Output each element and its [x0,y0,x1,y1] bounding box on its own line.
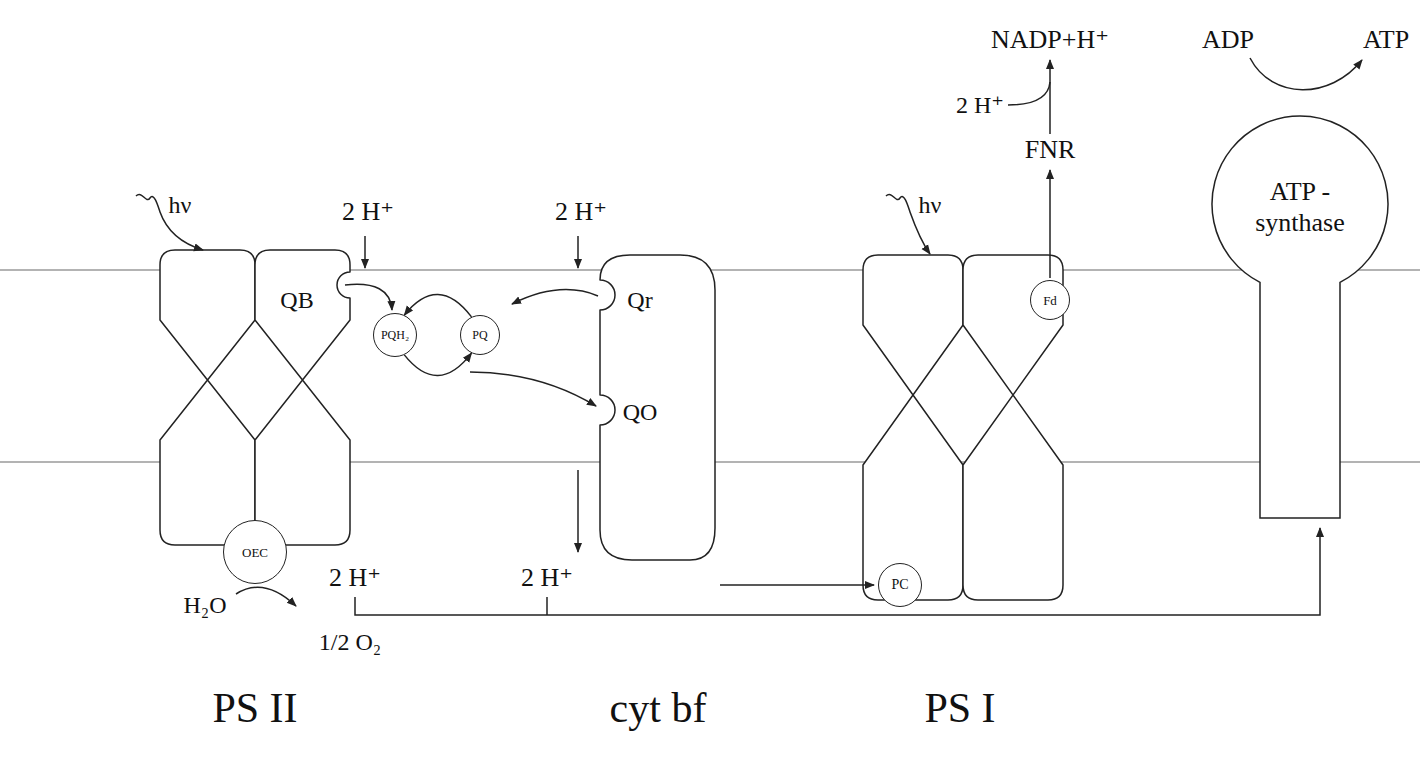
site-label: QO [623,399,658,425]
node-label: Fd [1043,294,1057,307]
proton-line [546,597,548,615]
complex-name: PS II [212,685,297,731]
proton-label: 2 H⁺ [956,92,1004,118]
electron-arrow [1049,60,1051,134]
proton-arrow [577,236,579,268]
node-label: PC [891,578,908,592]
proton-arrow [1008,82,1050,105]
proton-line [355,528,1320,615]
enzyme-label: FNR [1025,136,1076,165]
node-label: ATP -synthase [1235,176,1365,238]
cycle-arrow [404,353,471,375]
molecule-circle: PC [878,563,922,607]
photosystem-half [863,255,963,600]
light-label: hν [169,192,192,218]
proton-label: 2 H⁺ [342,198,394,227]
node-label: OEC [242,546,268,559]
site-label: QB [280,287,313,313]
electron-arrow [1049,170,1051,278]
node-label: PQ [472,329,487,341]
atp-synthase-text: ATP -synthase [1210,176,1390,238]
molecule-circle: PQH₂ [373,313,417,357]
atp-synthase: ATP -synthase [1210,112,1390,522]
substrate-label: ADP [1202,26,1254,55]
product-label: ATP [1363,26,1409,55]
light-label: hν [919,192,942,218]
cytochrome-complex [600,255,715,560]
electron-arrow [512,290,598,304]
photosystem-half [160,250,255,545]
atp-arrow [1250,58,1362,90]
proton-arrow [364,236,366,268]
complex-name: cyt bf [610,685,707,731]
proton-label: 2 H⁺ [329,564,381,593]
molecule-circle: Fd [1030,280,1070,320]
electron-arrow [345,284,392,310]
site-label: Qr [627,287,652,313]
electron-arrow [470,372,596,406]
proton-arrow [577,470,579,552]
water-arrow [236,587,296,606]
molecule-circle: PQ [460,315,500,355]
product-label: NADP+H⁺ [991,26,1109,55]
proton-label: 2 H⁺ [555,198,607,227]
cycle-arrow [404,294,471,316]
complex-name: PS I [924,685,995,731]
atp-synthase-outline [1210,112,1390,522]
atp-synthase-shape [1212,116,1388,518]
proton-label: 2 H⁺ [521,564,573,593]
photosystem-half [255,250,350,545]
substrate-label: H₂O [183,592,226,618]
electron-arrow [720,584,874,586]
molecule-circle: OEC [223,520,287,584]
node-label: PQH₂ [381,329,409,341]
product-label: 1/2 O₂ [319,629,381,655]
